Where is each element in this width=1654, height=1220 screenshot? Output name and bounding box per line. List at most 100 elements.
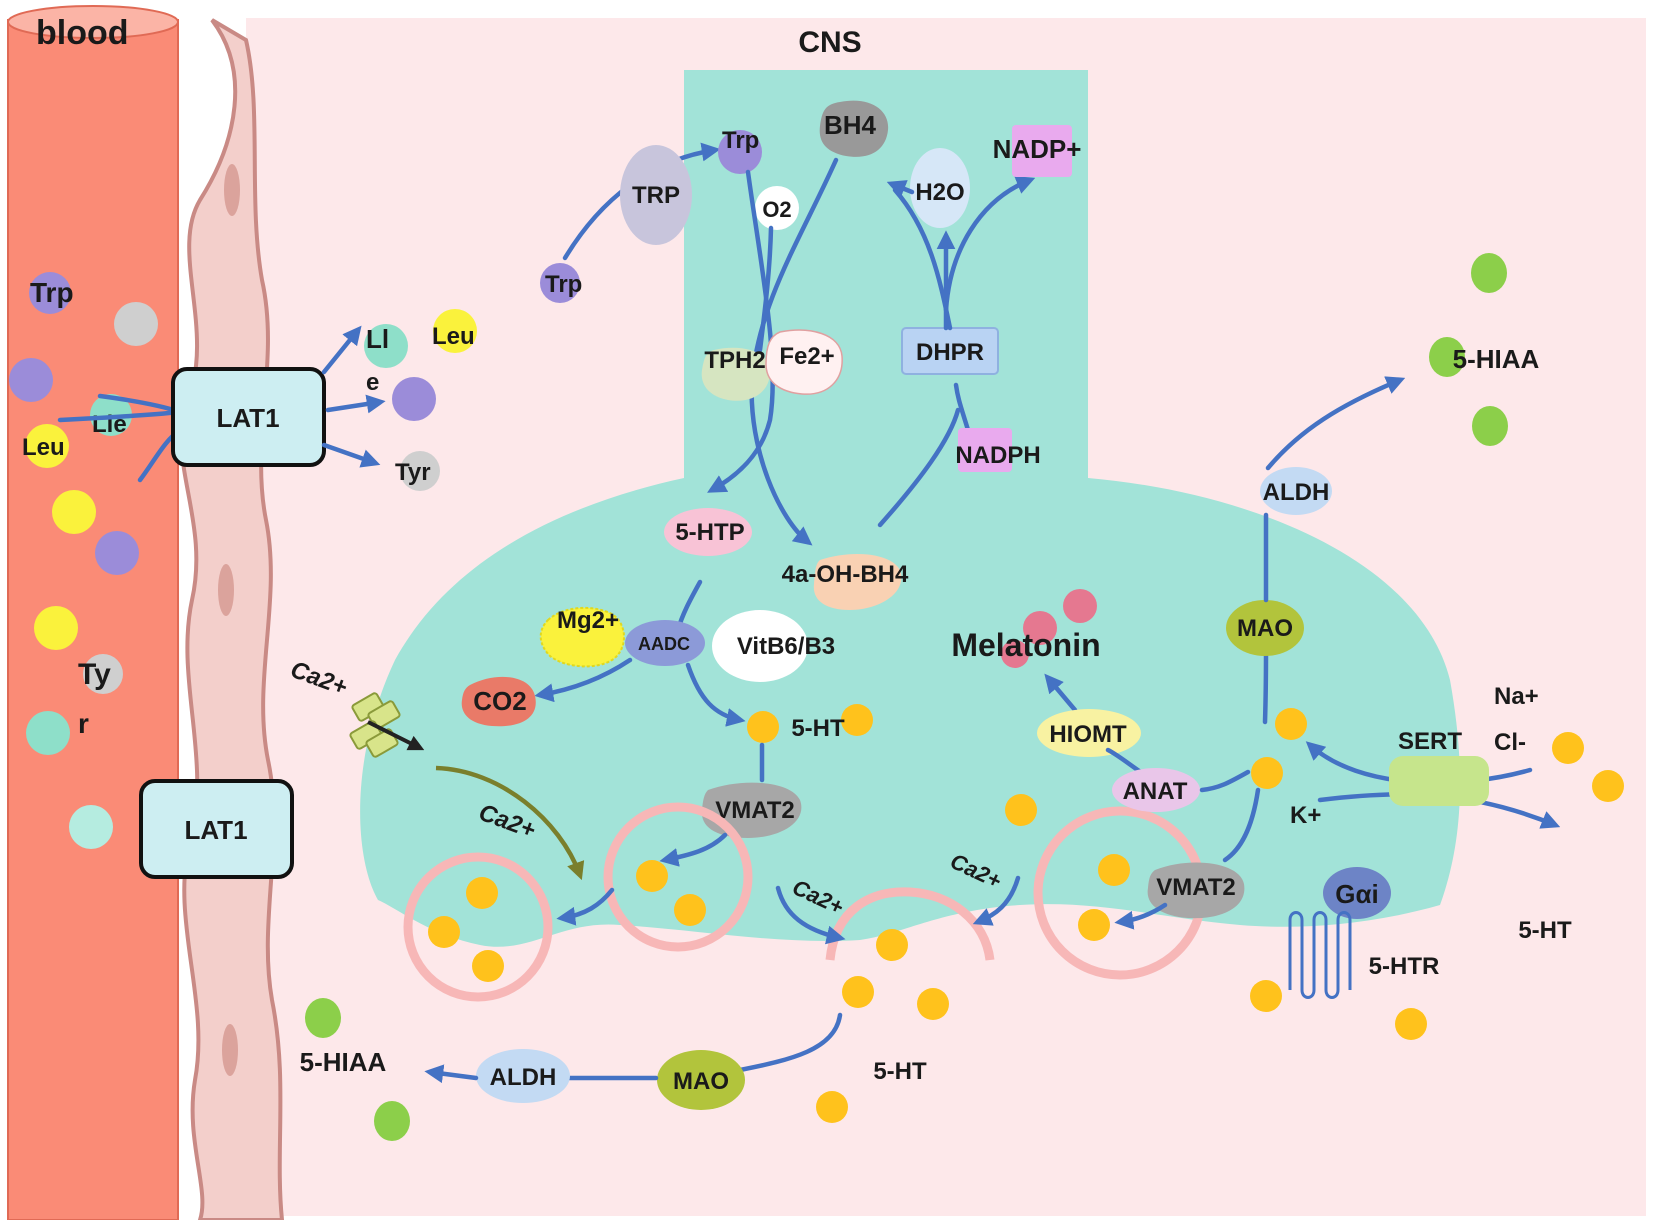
hiomt-to-melatonin-arrow bbox=[1044, 673, 1078, 713]
lat1-influx-arrow bbox=[57, 409, 183, 423]
cns-label: CNS bbox=[798, 26, 861, 59]
out-leu-label: Leu bbox=[432, 323, 475, 350]
oh-bh4-blob bbox=[813, 554, 902, 610]
o2-molecule bbox=[755, 186, 799, 230]
melatonin-molecule bbox=[1023, 611, 1057, 645]
blood-vessel bbox=[7, 5, 179, 1220]
leu-molecule bbox=[34, 606, 78, 650]
aadc-to-co2-arrow bbox=[534, 657, 633, 703]
serotonin-molecule bbox=[1250, 980, 1282, 1012]
serotonin-molecule bbox=[1592, 770, 1624, 802]
htp-label: 5-HTP bbox=[675, 519, 744, 546]
bh4-label: BH4 bbox=[824, 110, 877, 140]
ca2-flow-arrow bbox=[435, 765, 585, 881]
out-e-label: e bbox=[366, 369, 379, 396]
neuron-body bbox=[360, 70, 1461, 947]
blood-ty-label: Ty bbox=[78, 658, 111, 691]
o2-label: O2 bbox=[762, 197, 791, 222]
k-label: K+ bbox=[1290, 802, 1321, 829]
blood-label: blood bbox=[36, 14, 129, 52]
cl-label: Cl- bbox=[1494, 729, 1526, 756]
vitb6-label: VitB6/B3 bbox=[737, 633, 835, 660]
serotonin-molecule bbox=[841, 704, 873, 736]
trp-to-htp-arrow bbox=[707, 169, 775, 493]
trp-neuron-label: Trp bbox=[722, 127, 759, 154]
serotonin-molecule bbox=[876, 929, 908, 961]
melatonin-label: Melatonin bbox=[951, 627, 1100, 663]
nadph-label: NADPH bbox=[955, 442, 1040, 469]
trp-transporter-label: TRP bbox=[632, 182, 680, 209]
melatonin-molecule bbox=[1063, 589, 1097, 623]
out-tyr-label: Tyr bbox=[395, 459, 431, 486]
ca2-mid-arrow bbox=[775, 885, 846, 945]
trp-molecule bbox=[392, 377, 436, 421]
blood-r-label: r bbox=[78, 708, 89, 739]
lat1-transporter bbox=[139, 779, 294, 879]
aldh-to-hiaa-arrow bbox=[1265, 376, 1406, 471]
serotonin-molecule bbox=[1275, 708, 1307, 740]
serotonin-molecule bbox=[1005, 794, 1037, 826]
tyr-molecule bbox=[114, 302, 158, 346]
bh4-blob bbox=[819, 100, 889, 157]
oh-bh4-label: 4a-OH-BH4 bbox=[782, 561, 909, 588]
serotonin-molecule bbox=[842, 976, 874, 1008]
hiomt-label: HIOMT bbox=[1049, 721, 1127, 748]
5ht-to-anat-arrow bbox=[1199, 769, 1251, 793]
ile-molecule bbox=[26, 711, 70, 755]
ile-molecule bbox=[69, 805, 113, 849]
htp-molecule bbox=[664, 508, 752, 556]
aadc-to-5ht-arrow bbox=[685, 662, 746, 727]
synaptic-vesicle bbox=[403, 852, 553, 1002]
nadph-to-dhpr-arrow bbox=[953, 382, 971, 433]
5ht-to-mao-arrow bbox=[1262, 647, 1269, 725]
serotonin-molecule bbox=[636, 860, 668, 892]
co2-blob bbox=[461, 676, 536, 727]
aldh-bottom-enzyme bbox=[476, 1049, 570, 1103]
trp-molecule bbox=[29, 272, 71, 314]
vmat2-right-blob bbox=[1147, 862, 1245, 919]
fe2-label: Fe2+ bbox=[779, 343, 834, 370]
anat-enzyme bbox=[1112, 768, 1200, 812]
sert-label: SERT bbox=[1398, 728, 1462, 755]
mao-right-enzyme bbox=[1226, 600, 1304, 656]
vmat2-right-load-arrow bbox=[1114, 902, 1168, 930]
synaptic-vesicle bbox=[603, 802, 753, 952]
aadc-enzyme bbox=[625, 620, 705, 666]
vmat2-to-vesicle-arrow bbox=[659, 832, 728, 867]
serotonin-molecule bbox=[816, 1091, 848, 1123]
hiaa-molecule bbox=[1471, 253, 1507, 293]
htr-label: 5-HTR bbox=[1369, 953, 1440, 980]
anat-label: ANAT bbox=[1123, 778, 1188, 805]
serotonin-molecule bbox=[472, 950, 504, 982]
mg2-label: Mg2+ bbox=[557, 607, 619, 634]
blood-leu-label: Leu bbox=[22, 434, 65, 461]
serotonin-molecule bbox=[1078, 909, 1110, 941]
trp-molecule bbox=[718, 130, 762, 174]
out-ll-label: Ll bbox=[366, 324, 389, 354]
h2o-molecule bbox=[910, 148, 970, 228]
hiaa-molecule bbox=[305, 998, 341, 1038]
serotonin-molecule bbox=[1395, 1008, 1427, 1040]
leu-molecule bbox=[52, 490, 96, 534]
aldh-right-label: ALDH bbox=[1263, 479, 1330, 506]
tph2-label: TPH2 bbox=[704, 347, 765, 374]
hiomt-enzyme bbox=[1037, 709, 1141, 757]
lat1-top-label: LAT1 bbox=[216, 403, 279, 433]
ht-bottom-label: 5-HT bbox=[873, 1058, 927, 1085]
trp-transporter bbox=[620, 145, 692, 245]
melatonin-molecule bbox=[1001, 640, 1029, 668]
nadp-plus-label: NADP+ bbox=[993, 134, 1082, 164]
mao-bottom-label: MAO bbox=[673, 1068, 729, 1095]
serotonin-molecule bbox=[674, 894, 706, 926]
na-label: Na+ bbox=[1494, 683, 1539, 710]
h2o-release-arrow bbox=[886, 180, 915, 198]
vesicle-load-arrow bbox=[556, 887, 615, 926]
ht-neuron-label: 5-HT bbox=[791, 715, 845, 742]
serotonin-molecule bbox=[466, 877, 498, 909]
nadp-plus-molecule bbox=[1012, 125, 1072, 177]
trp-molecule bbox=[540, 263, 580, 303]
vmat2-left-label: VMAT2 bbox=[715, 797, 795, 824]
serotonin-molecule bbox=[917, 988, 949, 1020]
ile-molecule bbox=[364, 324, 408, 368]
hiaa-molecule bbox=[1472, 406, 1508, 446]
